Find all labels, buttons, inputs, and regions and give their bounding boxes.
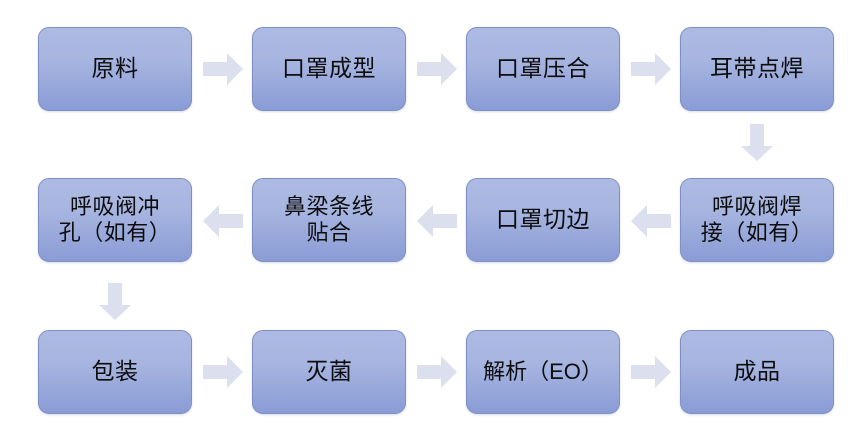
process-node-packaging[interactable]: 包装 (38, 330, 192, 414)
process-node-earloop-welding[interactable]: 耳带点焊 (680, 27, 834, 111)
arrow-right-4 (201, 354, 245, 390)
node-label: 成品 (733, 358, 781, 385)
process-node-valve-punching[interactable]: 呼吸阀冲 孔（如有） (38, 178, 192, 262)
node-label: 包装 (91, 358, 139, 385)
arrow-right-5 (415, 354, 459, 390)
node-label: 呼吸阀焊 接（如有） (700, 193, 814, 245)
process-node-mask-pressing[interactable]: 口罩压合 (466, 27, 620, 111)
arrow-right-1 (201, 51, 245, 87)
process-node-mask-forming[interactable]: 口罩成型 (252, 27, 406, 111)
node-label: 口罩压合 (496, 55, 590, 82)
process-node-raw-material[interactable]: 原料 (38, 27, 192, 111)
arrow-left-3 (201, 203, 245, 239)
node-label: 灭菌 (305, 358, 353, 385)
node-label: 口罩切边 (496, 206, 590, 233)
arrow-down-2 (97, 281, 133, 321)
node-label: 解析（EO） (483, 359, 603, 385)
arrow-right-2 (415, 51, 459, 87)
node-label: 耳带点焊 (710, 55, 804, 82)
process-node-mask-trimming[interactable]: 口罩切边 (466, 178, 620, 262)
process-node-valve-welding[interactable]: 呼吸阀焊 接（如有） (680, 178, 834, 262)
arrow-left-2 (415, 203, 459, 239)
node-label: 原料 (91, 55, 139, 82)
arrow-right-3 (629, 51, 673, 87)
node-label: 呼吸阀冲 孔（如有） (58, 193, 172, 245)
arrow-down-1 (739, 122, 775, 162)
process-node-finished-product[interactable]: 成品 (680, 330, 834, 414)
node-label: 口罩成型 (282, 55, 376, 82)
process-node-sterilization[interactable]: 灭菌 (252, 330, 406, 414)
process-node-nosewire-attaching[interactable]: 鼻梁条线 贴合 (252, 178, 406, 262)
arrow-right-6 (629, 354, 673, 390)
node-label: 鼻梁条线 贴合 (283, 193, 374, 245)
arrow-left-1 (629, 203, 673, 239)
process-node-eo-desorption[interactable]: 解析（EO） (466, 330, 620, 414)
